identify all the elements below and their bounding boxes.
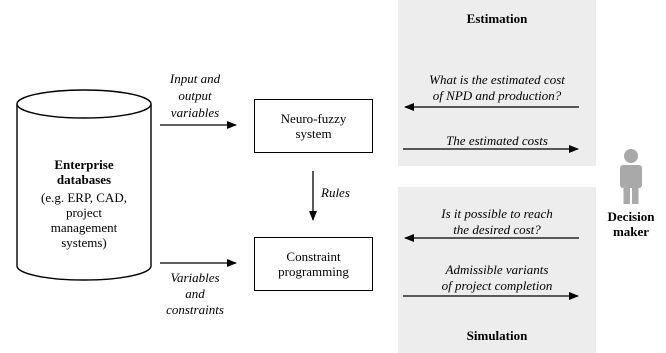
database-title-line1: Enterprise	[54, 157, 114, 172]
input-output-label-3: variables	[170, 105, 220, 120]
neuro-fuzzy-line2: system	[295, 126, 332, 141]
simulation-title: Simulation	[466, 328, 528, 343]
database-detail-4: systems)	[61, 235, 107, 250]
simulation-answer-2: of project completion	[441, 278, 553, 293]
variables-constraints-label-3: constraints	[166, 302, 224, 317]
variables-constraints-label-2: and	[185, 286, 205, 301]
decision-maker-line2: maker	[612, 224, 650, 239]
estimation-panel	[398, 0, 596, 166]
database-title-line2: databases	[56, 172, 112, 187]
constraint-line1: Constraint	[286, 249, 341, 264]
decision-maker-line1: Decision	[607, 209, 655, 224]
simulation-panel	[398, 187, 596, 353]
input-output-label-2: output	[178, 88, 212, 103]
estimation-title: Estimation	[466, 11, 528, 26]
simulation-answer-1: Admissible variants	[445, 262, 549, 277]
constraint-programming-box: Constraint programming	[254, 237, 373, 291]
simulation-question-2: the desired cost?	[453, 222, 541, 237]
estimation-question-2: of NPD and production?	[432, 88, 562, 103]
neuro-fuzzy-system-box: Neuro-fuzzy system	[254, 99, 373, 153]
database-cylinder	[16, 89, 152, 281]
estimation-answer: The estimated costs	[446, 133, 548, 148]
rules-label: Rules	[321, 185, 350, 200]
input-output-label-1: Input and	[169, 71, 221, 86]
simulation-question-1: Is it possible to reach	[441, 206, 553, 221]
neuro-fuzzy-line1: Neuro-fuzzy	[280, 111, 347, 126]
constraint-line2: programming	[278, 264, 349, 279]
variables-constraints-label-1: Variables	[170, 270, 220, 285]
database-detail-1: (e.g. ERP, CAD,	[41, 190, 127, 205]
person-icon	[620, 149, 642, 204]
database-detail-3: management	[50, 220, 118, 235]
estimation-question-1: What is the estimated cost	[429, 72, 565, 87]
database-detail-2: project	[65, 205, 103, 220]
